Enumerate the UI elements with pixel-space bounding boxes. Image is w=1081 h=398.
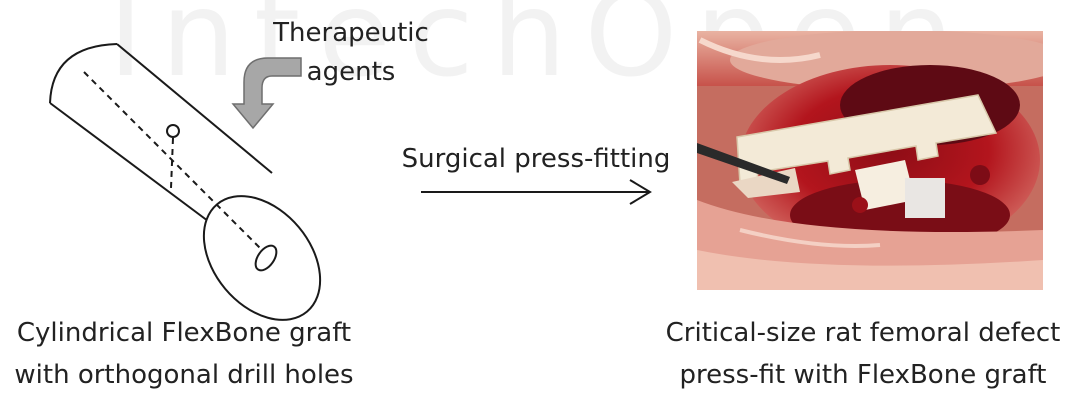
process-label: Surgical press-fitting	[402, 144, 671, 174]
left-caption-line2: with orthogonal drill holes	[14, 360, 353, 390]
side-drill-hole	[167, 125, 179, 137]
therapeutic-label-line1: Therapeutic	[272, 18, 429, 48]
surgical-photo	[697, 30, 1070, 290]
orthogonal-dashed-line	[171, 138, 173, 188]
right-caption-line2: press-fit with FlexBone graft	[680, 360, 1047, 390]
left-caption-line1: Cylindrical FlexBone graft	[17, 318, 351, 348]
right-caption-line1: Critical-size rat femoral defect	[666, 318, 1061, 348]
process-arrow-icon	[421, 180, 650, 204]
therapeutic-label-line2: agents	[307, 57, 396, 87]
